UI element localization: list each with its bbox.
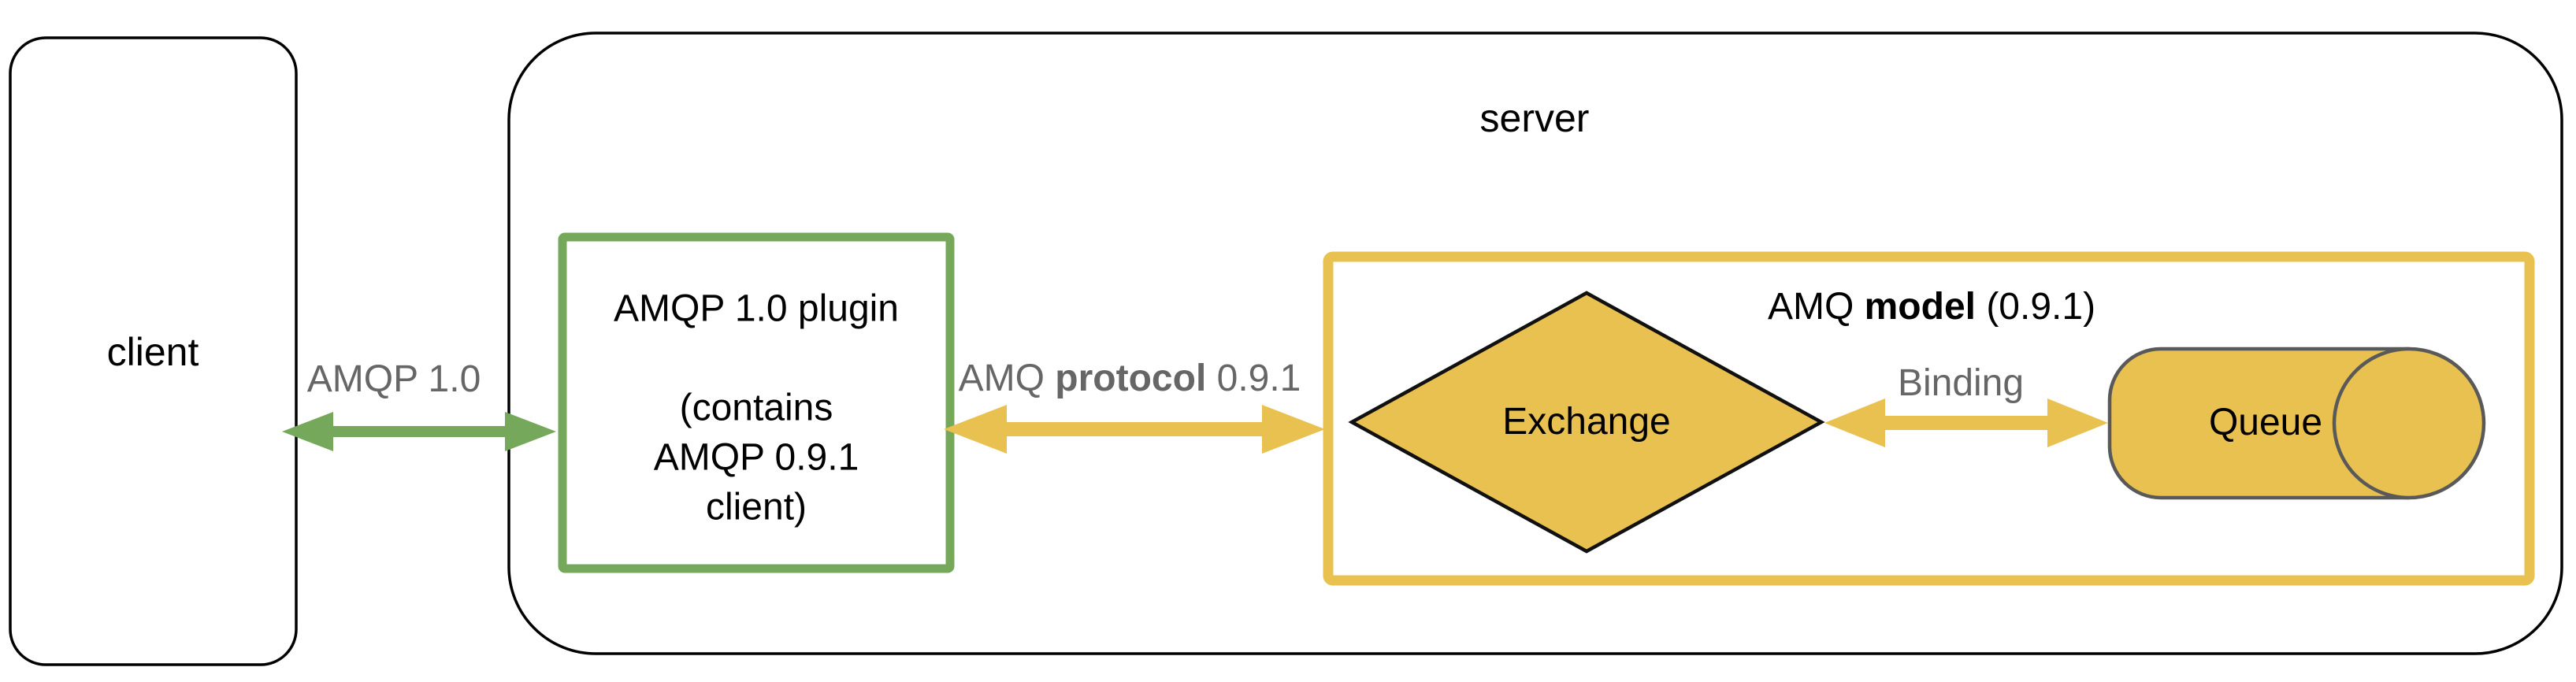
plugin-line-2	[614, 334, 899, 384]
server-label: server	[1479, 96, 1590, 140]
amqp10-plugin-box	[558, 232, 955, 573]
amq-model-title: AMQ model (0.9.1)	[1768, 284, 2095, 330]
exchange-diamond	[1348, 291, 1825, 554]
binding-link-label: Binding	[1897, 362, 2025, 405]
amq-protocol-prefix: AMQ	[958, 358, 1056, 400]
plugin-line-1: AMQP 1.0 plugin	[614, 287, 899, 330]
queue-cylinder-body	[2107, 347, 2409, 500]
plugin-line-5: client)	[705, 486, 807, 528]
queue-cylinder-end-ellipse	[2332, 347, 2486, 500]
amq-protocol-bold: protocol	[1055, 358, 1207, 400]
plugin-line-3: (contains	[679, 387, 833, 429]
exchange-label: Exchange	[1502, 401, 1671, 443]
amq-protocol-link-label: AMQ protocol 0.9.1	[959, 356, 1301, 402]
queue-label: Queue	[2208, 402, 2323, 444]
amq-model-suffix: (0.9.1)	[1975, 286, 2096, 328]
amq-protocol-suffix: 0.9.1	[1206, 358, 1301, 400]
server-box	[507, 32, 2563, 655]
amqp10-arrow	[282, 412, 556, 451]
client-box	[9, 36, 298, 666]
amq-model-bold: model	[1864, 286, 1976, 328]
client-label: client	[106, 330, 199, 374]
amq-model-box	[1323, 251, 2535, 586]
amqp10-link-label: AMQP 1.0	[306, 358, 481, 401]
plugin-line-4: AMQP 0.9.1	[653, 436, 859, 479]
amq-model-prefix: AMQ	[1767, 286, 1865, 328]
binding-arrow	[1824, 398, 2108, 447]
amqp10-plugin-text: AMQP 1.0 plugin (contains AMQP 0.9.1 cli…	[614, 284, 899, 532]
amq-protocol-arrow	[944, 405, 1325, 454]
